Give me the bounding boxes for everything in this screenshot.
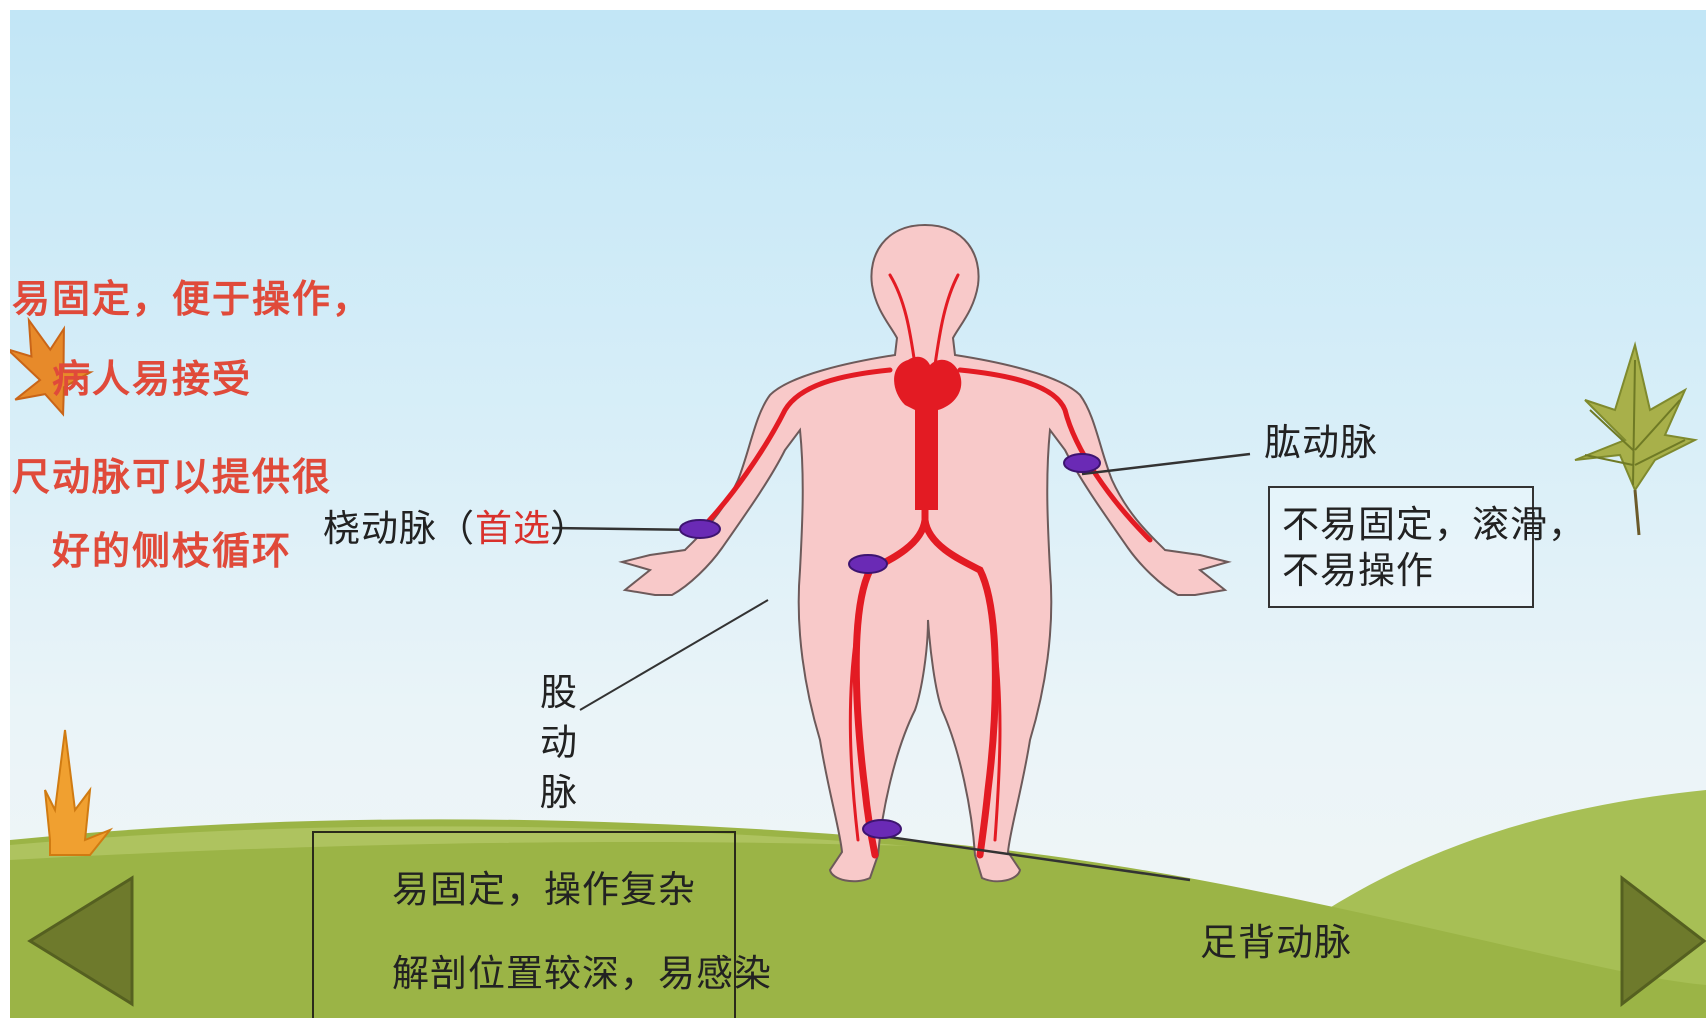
- femoral-site-marker: [849, 555, 887, 573]
- prev-arrow-icon[interactable]: [22, 870, 142, 1012]
- brachial-artery-label: 肱动脉: [1264, 424, 1378, 461]
- femoral-label-3: 脉: [540, 774, 578, 811]
- radial-artery-label: 桡动脉（首选）: [323, 510, 589, 547]
- radial-label-prefix: 桡动脉（: [323, 507, 475, 550]
- radial-preferred-tag: 首选: [475, 507, 551, 550]
- brachial-note-box: 不易固定，滚滑， 不易操作: [1268, 486, 1534, 608]
- note-line-1: 易固定，便于操作，: [12, 280, 372, 318]
- radial-label-suffix: ）: [551, 507, 589, 550]
- human-body: [622, 225, 1228, 881]
- dorsalis-site-marker: [863, 820, 901, 838]
- femoral-note-line-1: 易固定，操作复杂: [392, 871, 696, 908]
- femoral-note-line-2: 解剖位置较深，易感染: [392, 955, 772, 992]
- femoral-note-box: 易固定，操作复杂 解剖位置较深，易感染: [312, 831, 736, 1018]
- dorsalis-pedis-label: 足背动脉: [1200, 924, 1352, 961]
- slide: 易固定，便于操作， 病人易接受 尺动脉可以提供很 好的侧枝循环 桡动脉（首选） …: [10, 10, 1706, 1018]
- note-line-4: 好的侧枝循环: [52, 532, 292, 570]
- maple-leaf-icon: [45, 730, 110, 855]
- femoral-label-1: 股: [540, 674, 578, 711]
- femoral-label-2: 动: [540, 724, 578, 761]
- maple-leaf-icon: [1575, 345, 1695, 535]
- brachial-site-marker: [1064, 454, 1100, 472]
- radial-site-marker: [680, 520, 720, 538]
- note-line-3: 尺动脉可以提供很: [12, 458, 332, 496]
- brachial-note-line-2: 不易操作: [1282, 552, 1434, 589]
- next-arrow-icon[interactable]: [1616, 870, 1706, 1012]
- brachial-note-line-1: 不易固定，滚滑，: [1282, 506, 1586, 543]
- note-line-2: 病人易接受: [52, 360, 252, 398]
- femoral-pointer: [580, 600, 768, 710]
